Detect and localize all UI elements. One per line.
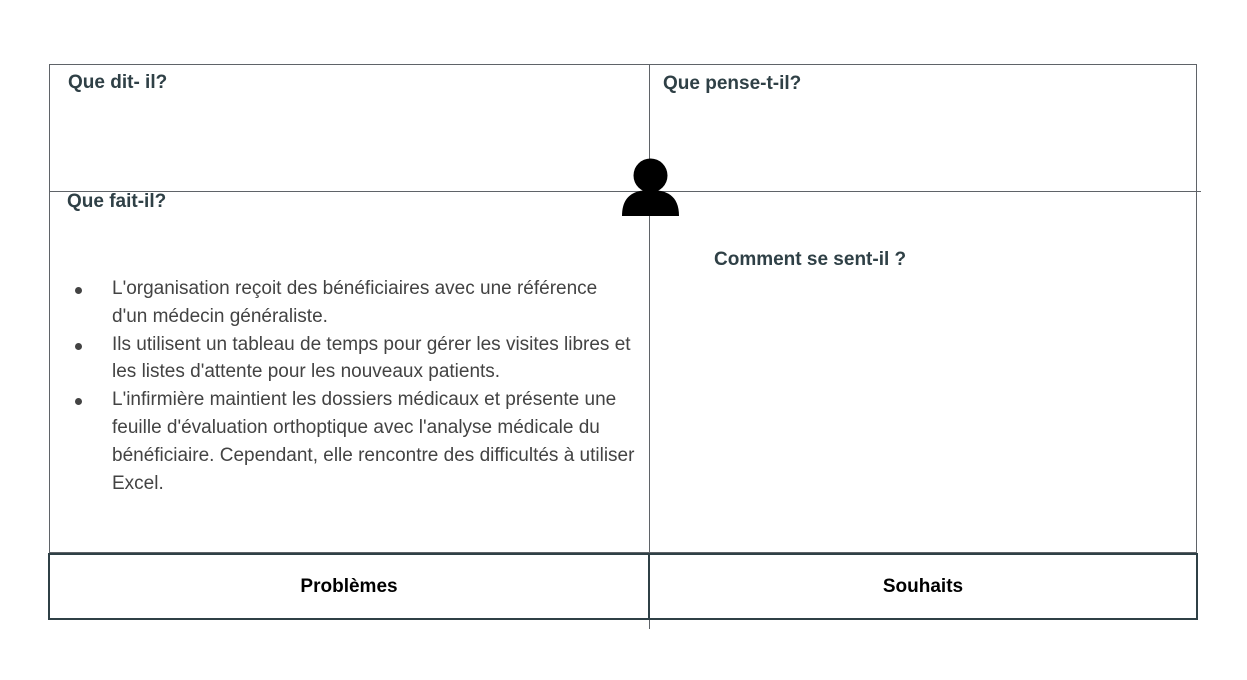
- does-quadrant-title: Que fait-il?: [67, 191, 167, 212]
- thinks-quadrant-title: Que pense-t-il?: [663, 73, 802, 94]
- problems-label: Problèmes: [300, 575, 398, 597]
- bullet-item: L'infirmière maintient les dossiers médi…: [72, 386, 637, 497]
- vertical-divider: [649, 64, 650, 629]
- bullet-item: Ils utilisent un tableau de temps pour g…: [72, 331, 637, 387]
- feels-quadrant-title: Comment se sent-il ?: [714, 249, 907, 270]
- bullet-dot-icon: [75, 342, 82, 350]
- empathy-map-frame: [49, 64, 1197, 553]
- says-quadrant-title: Que dit- il?: [68, 72, 168, 93]
- bullet-text: L'organisation reçoit des bénéficiaires …: [112, 278, 598, 327]
- bullet-dot-icon: [75, 287, 82, 294]
- person-icon: [622, 158, 679, 216]
- problems-box: Problèmes: [48, 553, 650, 620]
- bullet-text: L'infirmière maintient les dossiers médi…: [112, 389, 635, 494]
- bullet-dot-icon: [75, 398, 82, 406]
- bullet-text: Ils utilisent un tableau de temps pour g…: [112, 333, 631, 383]
- wishes-box: Souhaits: [648, 553, 1198, 620]
- wishes-label: Souhaits: [882, 575, 964, 597]
- bullet-item: L'organisation reçoit des bénéficiaires …: [72, 275, 637, 331]
- does-bullet-list: L'organisation reçoit des bénéficiaires …: [72, 275, 637, 497]
- horizontal-divider: [49, 191, 1201, 192]
